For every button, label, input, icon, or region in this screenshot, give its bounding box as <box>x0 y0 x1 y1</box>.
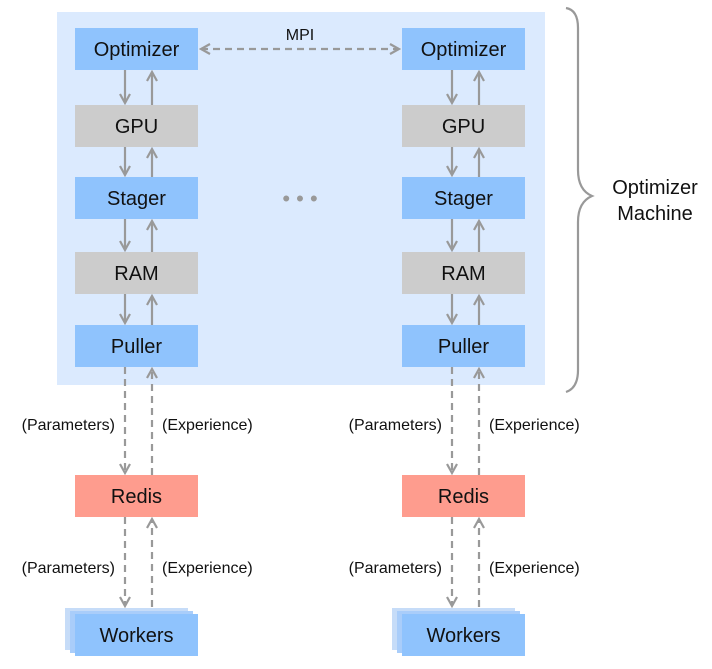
gpu-label: GPU <box>442 116 485 138</box>
redis-box: Redis <box>75 475 198 517</box>
gpu-box-rect <box>75 105 198 147</box>
gpu-box: GPU <box>402 105 525 147</box>
parameters-label: (Parameters) <box>349 417 442 434</box>
mpi-label: MPI <box>286 27 314 44</box>
redis-box: Redis <box>402 475 525 517</box>
puller-label: Puller <box>111 336 162 358</box>
ellipsis-more-optimizers: • • • <box>282 186 317 211</box>
ram-box-rect <box>402 252 525 294</box>
optimizer-machine-label-line2: Machine <box>617 203 693 225</box>
optimizer-box: Optimizer <box>402 28 525 70</box>
ram-box: RAM <box>75 252 198 294</box>
stager-box-rect <box>402 177 525 219</box>
parameters-label: (Parameters) <box>22 560 115 577</box>
workers-stack: Workers <box>392 608 525 656</box>
stager-box: Stager <box>402 177 525 219</box>
worker-card-front <box>402 614 525 656</box>
ram-label: RAM <box>441 263 485 285</box>
mpi-link: MPI <box>201 27 399 49</box>
puller-box-rect <box>402 325 525 367</box>
stager-label: Stager <box>434 188 493 210</box>
optimizer-box: Optimizer <box>75 28 198 70</box>
optimizer-label: Optimizer <box>421 39 507 61</box>
puller-box: Puller <box>75 325 198 367</box>
optimizer-box-rect <box>402 28 525 70</box>
optimizer-machine-label-line1: Optimizer <box>612 177 698 199</box>
redis-label: Redis <box>438 486 489 508</box>
workers-stack: Workers <box>65 608 198 656</box>
experience-label: (Experience) <box>489 560 580 577</box>
puller-box-rect <box>75 325 198 367</box>
worker-card-front <box>75 614 198 656</box>
ram-box: RAM <box>402 252 525 294</box>
parameters-label: (Parameters) <box>349 560 442 577</box>
optimizer-label: Optimizer <box>94 39 180 61</box>
gpu-label: GPU <box>115 116 158 138</box>
ram-box-rect <box>75 252 198 294</box>
gpu-box-rect <box>402 105 525 147</box>
redis-box-rect <box>402 475 525 517</box>
workers-label: Workers <box>99 625 173 647</box>
experience-label: (Experience) <box>489 417 580 434</box>
gpu-box: GPU <box>75 105 198 147</box>
optimizer-box-rect <box>75 28 198 70</box>
experience-label: (Experience) <box>162 417 253 434</box>
puller-box: Puller <box>402 325 525 367</box>
puller-label: Puller <box>438 336 489 358</box>
experience-label: (Experience) <box>162 560 253 577</box>
redis-label: Redis <box>111 486 162 508</box>
stager-box: Stager <box>75 177 198 219</box>
optimizer-machine-brace <box>565 6 595 394</box>
ram-label: RAM <box>114 263 158 285</box>
workers-label: Workers <box>426 625 500 647</box>
parameters-label: (Parameters) <box>22 417 115 434</box>
redis-box-rect <box>75 475 198 517</box>
stager-label: Stager <box>107 188 166 210</box>
stager-box-rect <box>75 177 198 219</box>
